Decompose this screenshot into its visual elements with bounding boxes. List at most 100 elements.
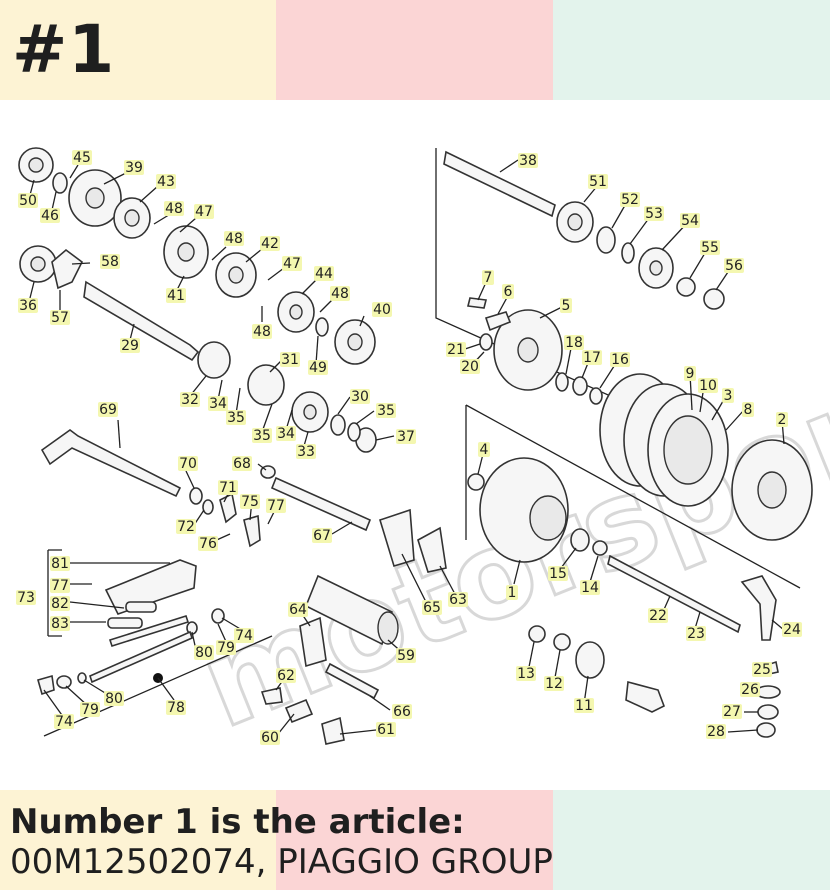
part-number-label: 50 xyxy=(19,193,37,209)
label-highlight xyxy=(120,338,140,353)
label-highlight xyxy=(724,258,744,273)
part-number-label: 29 xyxy=(121,338,139,354)
label-highlight xyxy=(706,724,726,739)
part-number-label: 74 xyxy=(55,714,73,730)
part-number-label: 28 xyxy=(707,724,725,740)
header-band-yellow xyxy=(0,0,276,100)
label-highlight xyxy=(216,640,236,655)
label-highlight xyxy=(218,480,238,495)
exploded-parts-diagram: motorsport xyxy=(16,147,830,757)
label-highlight xyxy=(752,662,772,677)
part-number-label: 46 xyxy=(41,208,59,224)
part-shaft-69 xyxy=(40,429,182,498)
part-gear-39 xyxy=(68,169,122,227)
part-number-label: 72 xyxy=(177,519,195,535)
part-number-label: 5 xyxy=(562,298,571,314)
part-number-label: 18 xyxy=(565,335,583,351)
part-number-label: 43 xyxy=(157,174,175,190)
part-71 xyxy=(189,487,203,505)
part-number-label: 47 xyxy=(283,256,301,272)
label-highlight xyxy=(620,192,640,207)
label-highlight xyxy=(700,240,720,255)
label-highlight xyxy=(50,556,70,571)
part-number-label: 57 xyxy=(51,310,69,326)
part-number-label: 67 xyxy=(313,528,331,544)
part-number-label: 80 xyxy=(195,645,213,661)
part-27 xyxy=(757,704,779,720)
part-number-label: 74 xyxy=(235,628,253,644)
part-bearing-51 xyxy=(556,201,594,243)
part-fork-64 xyxy=(299,616,327,668)
label-highlight xyxy=(104,691,124,706)
label-highlight xyxy=(698,378,718,393)
label-highlight xyxy=(260,730,280,745)
part-rod-67 xyxy=(270,476,372,532)
part-13 xyxy=(528,625,546,643)
header-band-pink xyxy=(276,0,553,100)
divider-line xyxy=(465,404,801,589)
part-72 xyxy=(202,499,214,515)
part-4 xyxy=(467,473,485,491)
part-number-label: 31 xyxy=(281,352,299,368)
label-highlight xyxy=(560,298,572,313)
label-highlight xyxy=(18,298,38,313)
label-highlight xyxy=(266,498,286,513)
part-number-label: 37 xyxy=(397,429,415,445)
part-number-label: 33 xyxy=(297,444,315,460)
part-number-label: 27 xyxy=(723,704,741,720)
part-bearing-36 xyxy=(19,245,57,283)
part-sprocket-54 xyxy=(638,247,674,289)
label-highlight xyxy=(166,288,186,303)
label-highlight xyxy=(776,412,788,427)
part-56 xyxy=(703,288,725,310)
label-highlight xyxy=(252,324,272,339)
part-number-label: 44 xyxy=(315,266,333,282)
label-highlight xyxy=(350,389,370,404)
label-highlight xyxy=(50,616,70,631)
part-gear-42 xyxy=(215,252,257,298)
label-highlight xyxy=(684,366,696,381)
label-highlight xyxy=(376,403,396,418)
part-number-label: 32 xyxy=(181,392,199,408)
label-highlight xyxy=(482,270,494,285)
part-number-label: 69 xyxy=(99,402,117,418)
part-number-label: 14 xyxy=(581,580,599,596)
part-number-label: 65 xyxy=(423,600,441,616)
item-number: #1 xyxy=(12,11,116,88)
part-number-label: 62 xyxy=(277,668,295,684)
part-number-label: 6 xyxy=(504,284,513,300)
label-highlight xyxy=(198,536,218,551)
part-28 xyxy=(756,722,776,738)
label-highlight xyxy=(574,698,594,713)
label-highlight xyxy=(722,388,734,403)
header-band xyxy=(0,0,830,100)
part-number-label: 77 xyxy=(267,498,285,514)
part-rod-78 xyxy=(108,615,190,647)
label-highlight xyxy=(180,392,200,407)
part-number-label: 11 xyxy=(575,698,593,714)
part-number-label: 51 xyxy=(589,174,607,190)
part-number-label: 77 xyxy=(51,578,69,594)
label-highlight xyxy=(314,266,334,281)
part-drum-2 xyxy=(731,439,813,541)
part-number-label: 53 xyxy=(645,206,663,222)
part-number-label: 73 xyxy=(17,590,35,606)
part-number-label: 78 xyxy=(167,700,185,716)
part-82 xyxy=(125,601,157,613)
label-highlight xyxy=(208,396,228,411)
label-highlight xyxy=(588,174,608,189)
label-highlight xyxy=(448,592,468,607)
part-number-label: 35 xyxy=(377,403,395,419)
part-number-label: 16 xyxy=(611,352,629,368)
footer-band-yellow xyxy=(0,790,276,890)
label-highlight xyxy=(178,456,198,471)
part-plate-81 xyxy=(104,559,197,615)
label-highlight xyxy=(164,201,184,216)
part-30 xyxy=(330,414,346,436)
part-gear-33 xyxy=(291,391,329,433)
article-caption: Number 1 is the article: xyxy=(10,802,465,842)
part-number-label: 83 xyxy=(51,616,69,632)
part-55 xyxy=(676,277,696,297)
label-highlight xyxy=(280,352,300,367)
label-highlight xyxy=(446,342,466,357)
